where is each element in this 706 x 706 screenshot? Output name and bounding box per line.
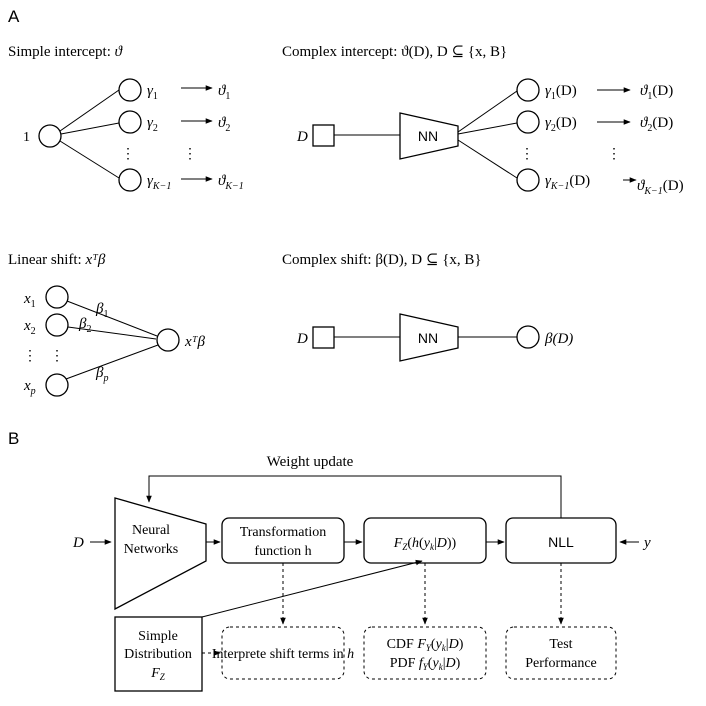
vertical-dots: ⋮: [520, 147, 534, 162]
complex-intercept-input-node: [312, 124, 335, 147]
x-node-p: [45, 373, 69, 397]
interpret-label: Interprete shift terms in h: [212, 647, 354, 662]
theta-label-2: ϑ2: [218, 115, 230, 134]
complex-shift-input-node: [312, 326, 335, 349]
simple-distribution-label-2: Distribution: [124, 647, 192, 662]
nn-label: NN: [418, 330, 438, 346]
test-performance-label-1: Test: [549, 637, 572, 652]
input-y-label: y: [642, 535, 651, 551]
complex-shift-output-label: β(D): [544, 331, 573, 347]
theta-label-2: ϑ2(D): [640, 115, 673, 134]
beta-label-p: βp: [95, 365, 108, 384]
complex-shift-input-label: D: [296, 331, 308, 347]
panel-b-label: B: [8, 429, 19, 448]
edge: [60, 122, 120, 135]
transformation-label-2: function h: [254, 544, 311, 559]
edge: [457, 139, 518, 179]
x-label-1: x1: [23, 291, 36, 310]
transformation-label-1: Transformation: [240, 525, 327, 540]
fz-box-label: FZ(h(yk|D)): [393, 536, 457, 552]
gamma-label-k-1: γK−1: [147, 173, 171, 192]
neural-networks-label-1: Neural: [132, 523, 170, 538]
nn-block: [399, 112, 459, 160]
linear-shift-title: Linear shift: xᵀβ: [8, 252, 106, 268]
input-d-label: D: [72, 535, 84, 551]
gamma-label-k-1: γK−1(D): [545, 173, 590, 192]
x-node-1: [45, 285, 69, 309]
edge: [65, 344, 159, 380]
simple-intercept-input-node: [38, 124, 62, 148]
gamma-node-k-1: [516, 168, 540, 192]
complex-intercept-title: Complex intercept: ϑ(D), D ⊆ {x, B}: [282, 44, 507, 60]
neural-networks-block: [114, 497, 207, 611]
neural-networks-label-2: Networks: [124, 542, 178, 557]
complex-shift-output-node: [516, 325, 540, 349]
complex-shift-title: Complex shift: β(D), D ⊆ {x, B}: [282, 252, 482, 268]
simple-intercept-title: Simple intercept: ϑ: [8, 44, 124, 60]
edge: [59, 140, 120, 179]
nn-label: NN: [418, 128, 438, 144]
gamma-label-2: γ2(D): [545, 115, 577, 134]
gamma-label-2: γ2: [147, 115, 158, 134]
x-label-p: xp: [23, 378, 36, 397]
simple-distribution-box: [114, 616, 203, 692]
test-performance-label-2: Performance: [525, 656, 597, 671]
vertical-dots: ⋮: [50, 349, 64, 364]
gamma-node-1: [516, 78, 540, 102]
theta-label-k-1: ϑK−1: [218, 173, 244, 192]
distribution-arrow: [201, 559, 423, 618]
gamma-label-1: γ1(D): [545, 83, 577, 102]
gamma-label-1: γ1: [147, 83, 158, 102]
gamma-node-2: [118, 110, 142, 134]
gamma-node-1: [118, 78, 142, 102]
theta-label-k-1: ϑK−1(D): [637, 178, 684, 197]
edge: [67, 326, 157, 340]
cdf-label: CDF FY(yk|D): [387, 637, 464, 653]
theta-label-1: ϑ1(D): [640, 83, 673, 102]
edge: [457, 90, 518, 133]
weight-update-label: Weight update: [267, 454, 354, 470]
x-label-2: x2: [23, 318, 36, 337]
theta-label-1: ϑ1: [218, 83, 230, 102]
simple-intercept-input-label: 1: [23, 130, 30, 145]
vertical-dots: ⋮: [607, 147, 621, 162]
complex-intercept-input-label: D: [296, 129, 308, 145]
nll-label: NLL: [548, 534, 574, 550]
pdf-label: PDF fY(yk|D): [390, 656, 461, 672]
vertical-dots: ⋮: [23, 349, 37, 364]
weight-update-arrow: [146, 475, 562, 520]
vertical-dots: ⋮: [183, 147, 197, 162]
gamma-node-2: [516, 110, 540, 134]
linear-shift-output-label: xᵀβ: [184, 334, 205, 350]
edge: [66, 300, 158, 337]
beta-label-1: β1: [95, 301, 108, 320]
panel-a-label: A: [8, 7, 20, 26]
nn-block: [399, 313, 459, 362]
simple-distribution-label-1: Simple: [138, 629, 178, 644]
edge: [457, 122, 518, 135]
gamma-node-k-1: [118, 168, 142, 192]
edge: [59, 89, 120, 132]
x-node-2: [45, 313, 69, 337]
vertical-dots: ⋮: [121, 147, 135, 162]
test-performance-box: [505, 626, 617, 680]
beta-label-2: β2: [78, 316, 91, 335]
linear-shift-output-node: [156, 328, 180, 352]
